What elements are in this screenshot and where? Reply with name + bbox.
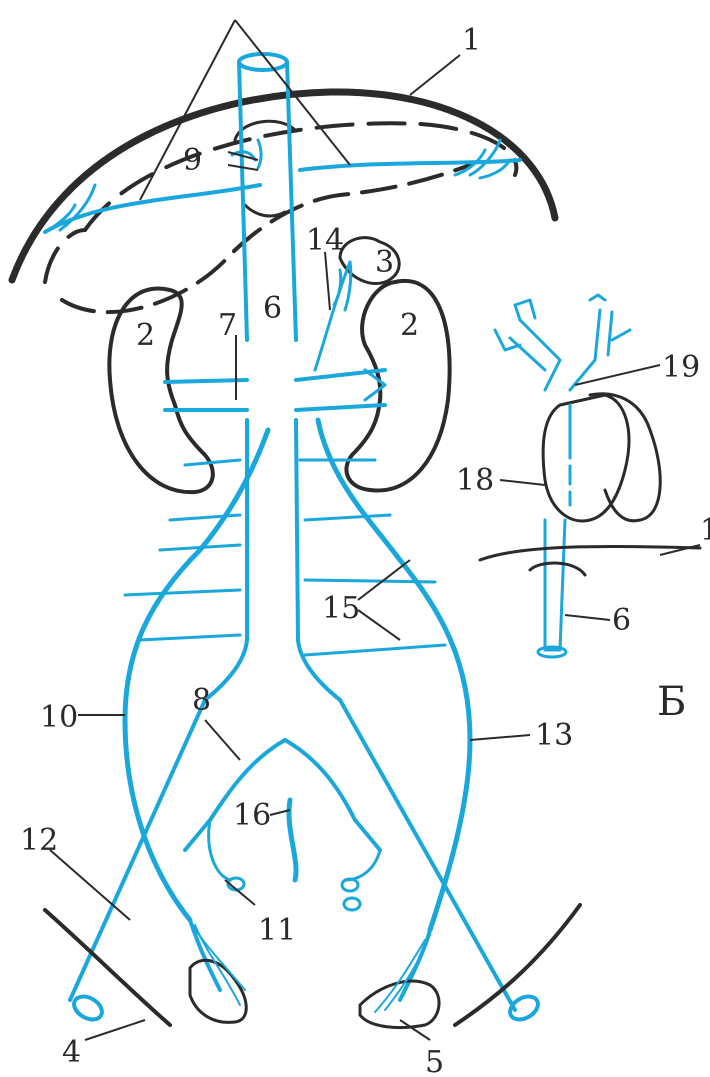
panel-label-b: Б — [657, 679, 686, 725]
label-5: 5 — [425, 1045, 444, 1077]
label-10: 10 — [40, 700, 78, 735]
label-9: 9 — [183, 143, 202, 178]
label-7: 7 — [218, 308, 237, 343]
renal-veins — [165, 370, 385, 410]
label-11: 11 — [258, 913, 296, 948]
label-6: 6 — [263, 291, 282, 326]
label-3: 3 — [375, 245, 394, 280]
diaphragm — [12, 92, 555, 312]
label-16: 16 — [233, 798, 271, 833]
label-6-inset: 6 — [612, 603, 631, 638]
lateral-vein-right — [318, 420, 470, 1000]
label-19: 19 — [662, 350, 700, 385]
label-13: 13 — [535, 718, 573, 753]
adrenal-vein — [315, 262, 351, 370]
label-14: 14 — [306, 223, 344, 258]
label-1: 1 — [462, 23, 481, 58]
label-12: 12 — [20, 823, 58, 858]
label-15: 15 — [322, 591, 360, 626]
pelvic-outline — [45, 905, 580, 1028]
label-2-right: 2 — [400, 308, 419, 343]
label-2-left: 2 — [136, 318, 155, 353]
label-8: 8 — [192, 683, 211, 718]
labels: 1 9 14 3 6 7 2 2 15 8 10 13 16 12 11 4 5… — [20, 23, 710, 1077]
kidney-left — [109, 288, 212, 492]
label-18: 18 — [456, 463, 494, 498]
label-1-inset: 1 — [700, 513, 710, 548]
label-4: 4 — [62, 1035, 81, 1070]
